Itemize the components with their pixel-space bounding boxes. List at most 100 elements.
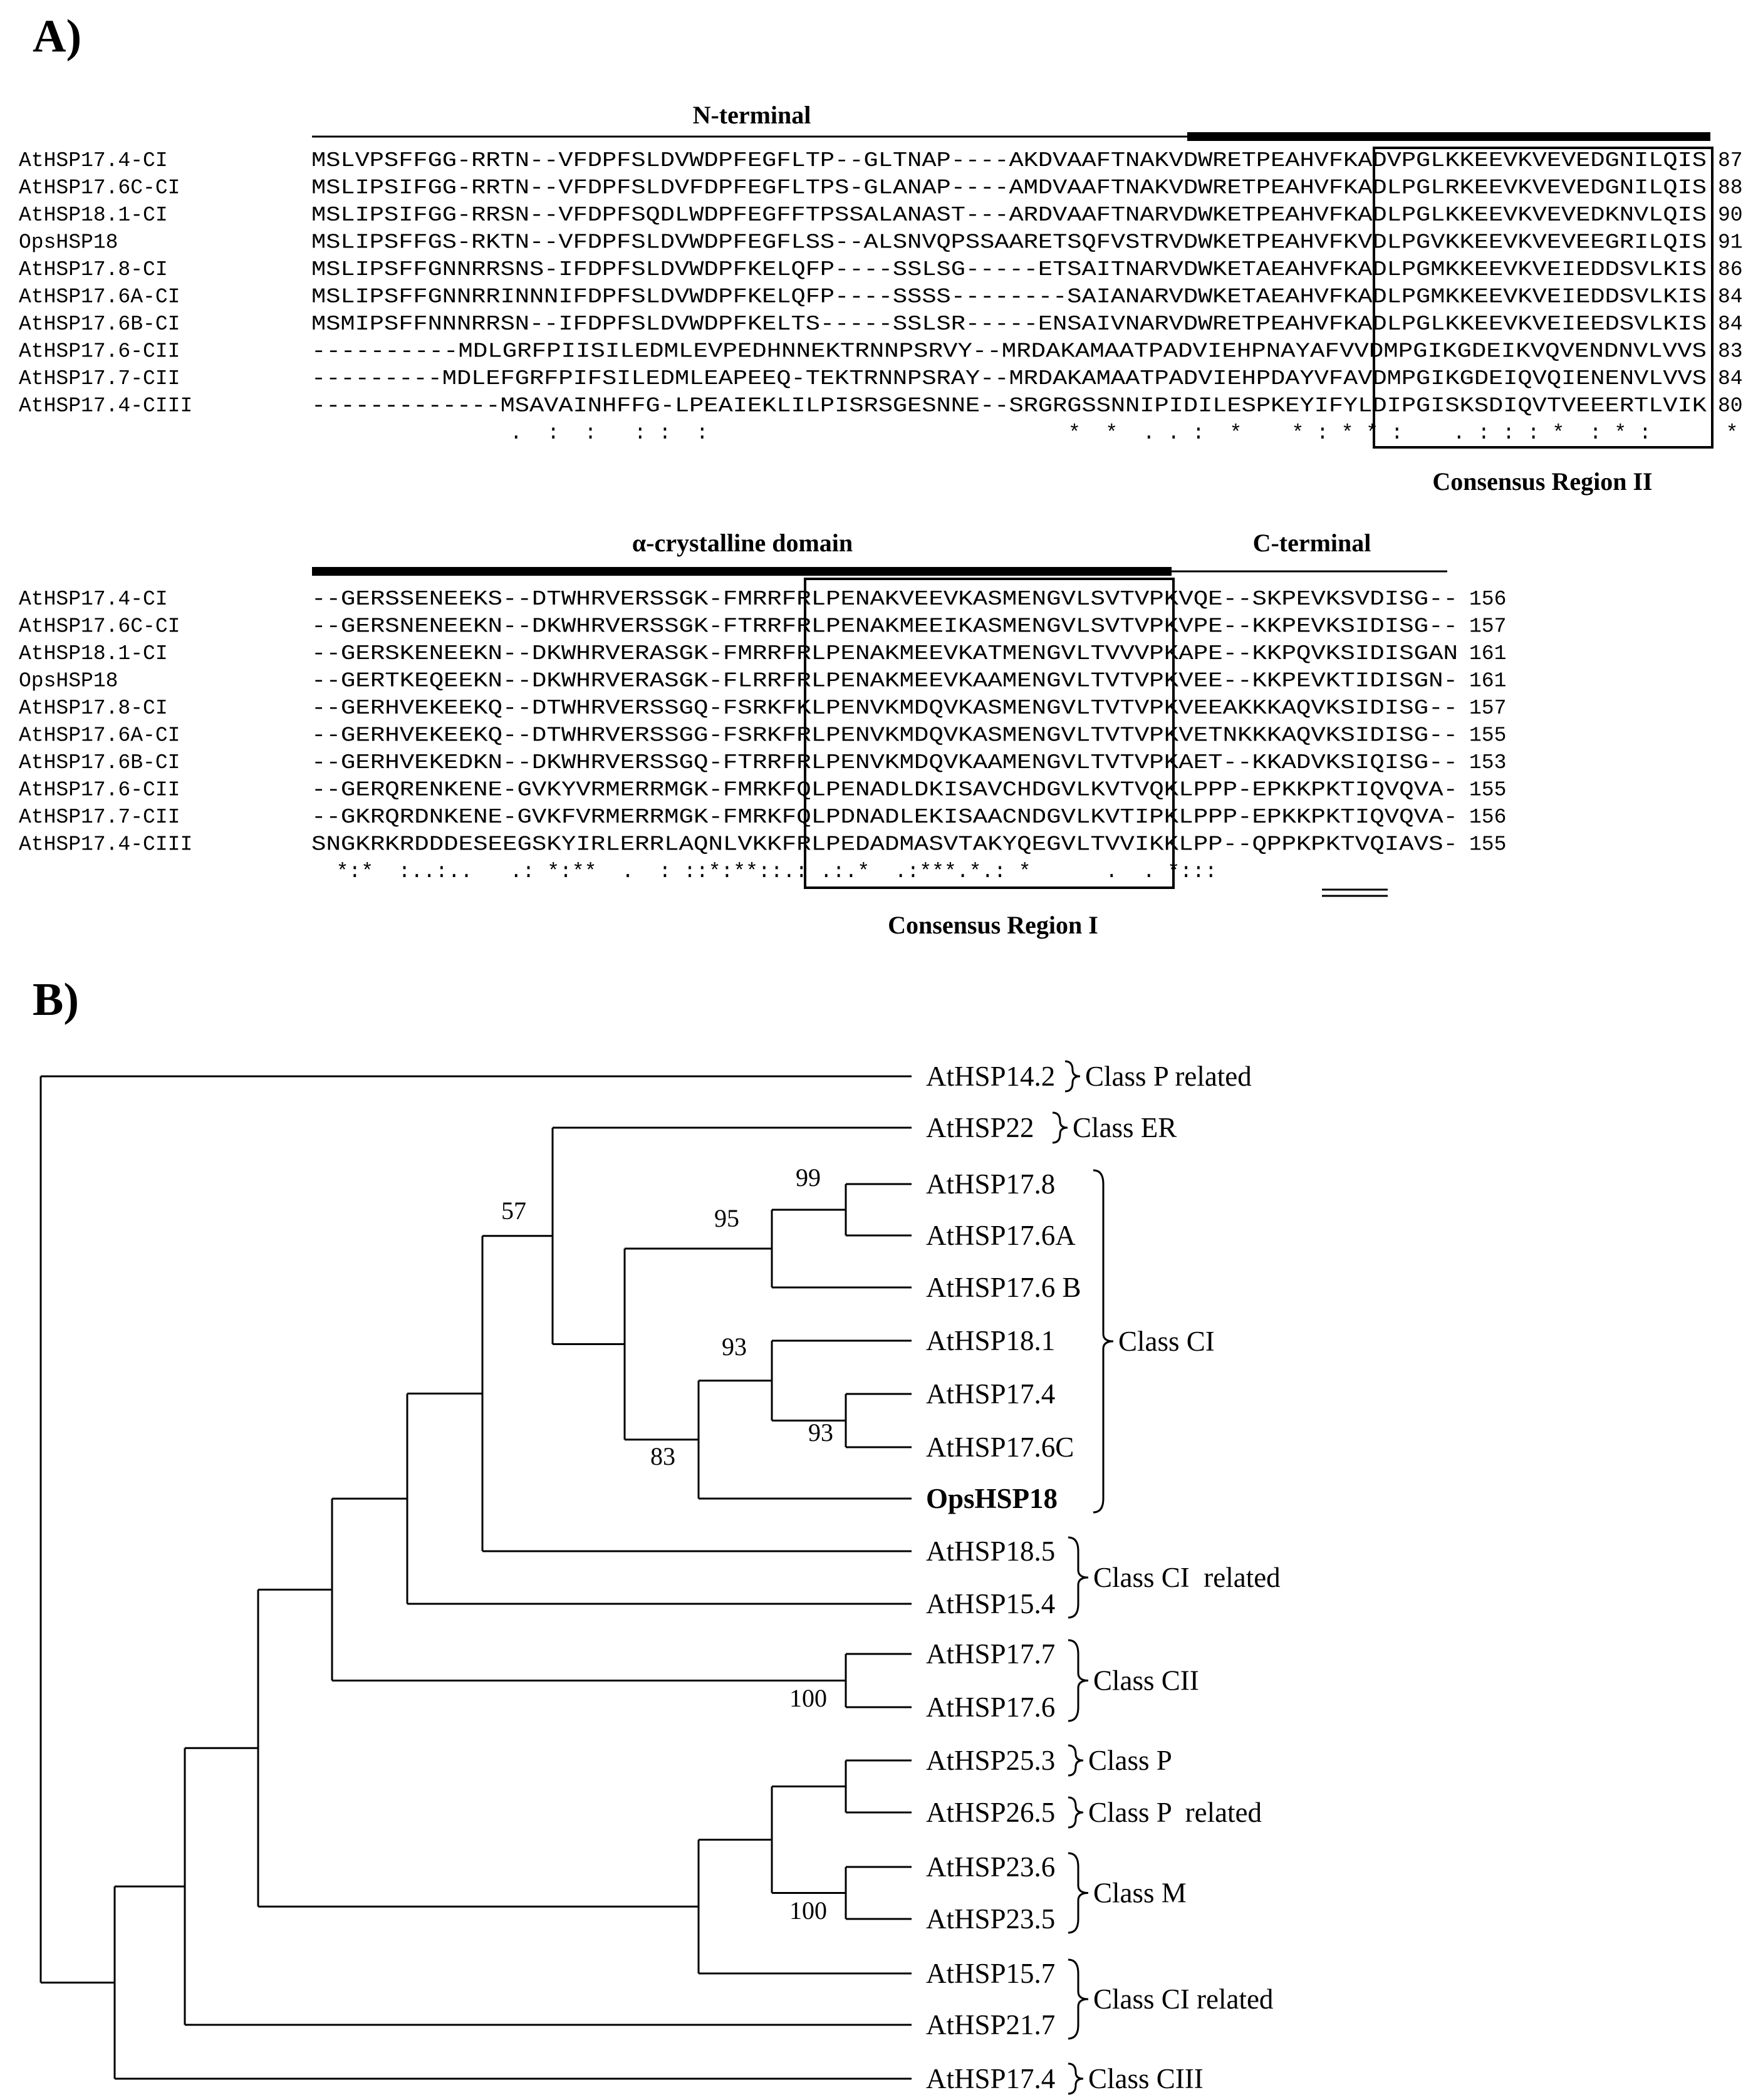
class-label: Class P related (1085, 1061, 1252, 1092)
sequence-residues: --GERQRENKENE-GVKYVRMERRMGK-FMRKFQLPENAD… (311, 779, 1458, 802)
sequence-position: 91 (1718, 231, 1743, 254)
class-label: Class P related (1088, 1797, 1262, 1828)
sequence-name: AtHSP17.6-CII (19, 340, 180, 363)
bootstrap-value: 95 (714, 1204, 739, 1232)
tree-leaf-label: AtHSP17.6 (926, 1692, 1055, 1723)
n-terminal-label: N-terminal (693, 101, 811, 129)
tree-leaf-label: AtHSP17.6 B (926, 1272, 1081, 1303)
sequence-position: 80 (1718, 395, 1743, 418)
sequence-residues: MSLIPSIFGG-RRTN--VFDPFSLDVFDPFEGFLTPS-GL… (311, 177, 1707, 200)
sequence-position: 86 (1718, 258, 1743, 281)
sequence-residues: --GKRQRDNKENE-GVKFVRMERRMGK-FMRKFQLPDNAD… (311, 806, 1458, 829)
sequence-name: AtHSP17.6B-CI (19, 313, 180, 336)
sequence-position: 84 (1718, 367, 1743, 390)
sequence-name: AtHSP18.1-CI (19, 642, 168, 665)
class-brace (1068, 1852, 1089, 1934)
tree-leaf-label: AtHSP17.8 (926, 1168, 1055, 1200)
sequence-name: AtHSP17.6-CII (19, 779, 180, 802)
sequence-name: AtHSP17.6A-CI (19, 724, 180, 747)
sequence-position: 90 (1718, 204, 1743, 227)
sequence-name: AtHSP17.7-CII (19, 806, 180, 829)
sequence-position: 157 (1469, 615, 1506, 638)
class-brace (1068, 1796, 1084, 1829)
sequence-position: 83 (1718, 340, 1743, 363)
sequence-residues: MSLIPSFFGNNRRINNNIFDPFSLDVWDPFKELQFP----… (311, 286, 1707, 309)
consensus-line: *:* :..:.. .: *:** . : ::*:**::.: .:.* .… (311, 860, 1217, 883)
sequence-residues: --GERSNENEEKN--DKWHRVERSSGK-FTRRFRLPENAK… (311, 615, 1458, 638)
sequence-name: AtHSP17.4-CIII (19, 395, 192, 418)
bootstrap-value: 100 (789, 1896, 827, 1925)
alpha-domain-bar-top (1187, 132, 1710, 141)
panel-a-label: A) (33, 11, 81, 62)
sequence-position: 155 (1469, 724, 1506, 747)
tree-leaf-label: AtHSP23.5 (926, 1903, 1055, 1935)
sequence-name: AtHSP17.8-CI (19, 258, 168, 281)
bootstrap-value: 93 (808, 1418, 833, 1447)
sequence-name: AtHSP17.6C-CI (19, 615, 180, 638)
class-brace (1068, 1744, 1084, 1777)
tree-leaf-label: AtHSP17.6C (926, 1432, 1074, 1463)
sequence-residues: MSLIPSIFGG-RRSN--VFDPFSQDLWDPFEGFFTPSSAL… (311, 204, 1707, 227)
sequence-residues: ---------MDLEFGRFPIFSILEDMLEAPEEQ-TEKTRN… (311, 367, 1707, 390)
sequence-name: OpsHSP18 (19, 670, 118, 693)
sequence-name: AtHSP17.6A-CI (19, 286, 180, 309)
bootstrap-value: 100 (789, 1684, 827, 1712)
tree-leaf-label: AtHSP17.6A (926, 1220, 1076, 1251)
class-brace (1093, 1169, 1114, 1514)
sequence-residues: ----------MDLGRFPIISILEDMLEVPEDHNNEKTRNN… (311, 340, 1707, 363)
consensus-region-2-label: Consensus Region II (1432, 467, 1652, 496)
sequence-position: 161 (1469, 642, 1506, 665)
sequence-name: AtHSP17.7-CII (19, 367, 180, 390)
tree-leaf-label: AtHSP18.1 (926, 1325, 1055, 1356)
sequence-residues: --GERHVEKEEKQ--DTWHRVERSSGG-FSRKFRLPENVK… (311, 724, 1458, 747)
tree-leaf-label: AtHSP17.4 (926, 2063, 1055, 2094)
class-label: Class M (1093, 1878, 1187, 1909)
sequence-residues: MSLVPSFFGG-RRTN--VFDPFSLDVWDPFEGFLTP--GL… (311, 149, 1707, 172)
sequence-position: 155 (1469, 779, 1506, 802)
class-brace (1052, 1111, 1068, 1144)
sequence-residues: MSLIPSFFGS-RKTN--VFDPFSLDVWDPFEGFLSS--AL… (311, 231, 1707, 254)
sequence-name: AtHSP17.4-CIII (19, 833, 192, 856)
bootstrap-value: 99 (796, 1163, 821, 1192)
consensus-region-2-box (1373, 147, 1714, 449)
class-brace (1068, 1958, 1089, 2040)
sequence-residues: --GERHVEKEEKQ--DTWHRVERSSGQ-FSRKFKLPENVK… (311, 697, 1458, 720)
sequence-name: AtHSP17.8-CI (19, 697, 168, 720)
sequence-residues: --GERTKEQEEKN--DKWHRVERASGK-FLRRFRLPENAK… (311, 670, 1458, 693)
class-label: Class CII (1093, 1665, 1199, 1697)
class-brace (1068, 1639, 1089, 1722)
tree-leaf-label: AtHSP17.4 (926, 1378, 1055, 1410)
sequence-position: 161 (1469, 670, 1506, 693)
sequence-name: AtHSP17.4-CI (19, 149, 168, 172)
sequence-position: 153 (1469, 751, 1506, 774)
sequence-position: 88 (1718, 177, 1743, 200)
sequence-residues: -------------MSAVAINHFFG-LPEAIEKLILPISRS… (311, 395, 1707, 418)
sequence-residues: --GERSSENEEKS--DTWHRVERSSGK-FMRRFRLPENAK… (311, 588, 1458, 611)
bootstrap-value: 83 (650, 1442, 675, 1470)
alpha-domain-bar (312, 567, 1172, 576)
sequence-position: 156 (1469, 806, 1506, 829)
sequence-name: OpsHSP18 (19, 231, 118, 254)
class-label: Class P (1088, 1745, 1172, 1776)
panel-b-tree: B) AtHSP14.2AtHSP22AtHSP17.8AtHSP17.6AAt… (33, 974, 1281, 2095)
tree-leaf-label: AtHSP17.7 (926, 1638, 1055, 1670)
sequence-name: AtHSP17.6B-CI (19, 751, 180, 774)
tree-leaf-label: AtHSP23.6 (926, 1851, 1055, 1883)
class-label: Class CIII (1088, 2063, 1204, 2094)
sequence-name: AtHSP17.4-CI (19, 588, 168, 611)
tree-branches (39, 1075, 912, 2080)
class-label: Class CI related (1093, 1562, 1281, 1593)
tree-leaf-label: AtHSP15.4 (926, 1588, 1055, 1619)
sequence-name: AtHSP17.6C-CI (19, 177, 180, 200)
tree-leaf-label: AtHSP14.2 (926, 1061, 1055, 1092)
sequence-position: 87 (1718, 149, 1743, 172)
class-brace (1068, 1536, 1089, 1619)
tree-leaf-label: AtHSP15.7 (926, 1958, 1055, 1989)
consensus-line: . : : : : : * * . . : * * : * * : . : : … (311, 422, 1763, 445)
class-label: Class ER (1073, 1112, 1177, 1143)
sequence-position: 84 (1718, 313, 1743, 336)
consensus-region-1-box (804, 578, 1175, 889)
